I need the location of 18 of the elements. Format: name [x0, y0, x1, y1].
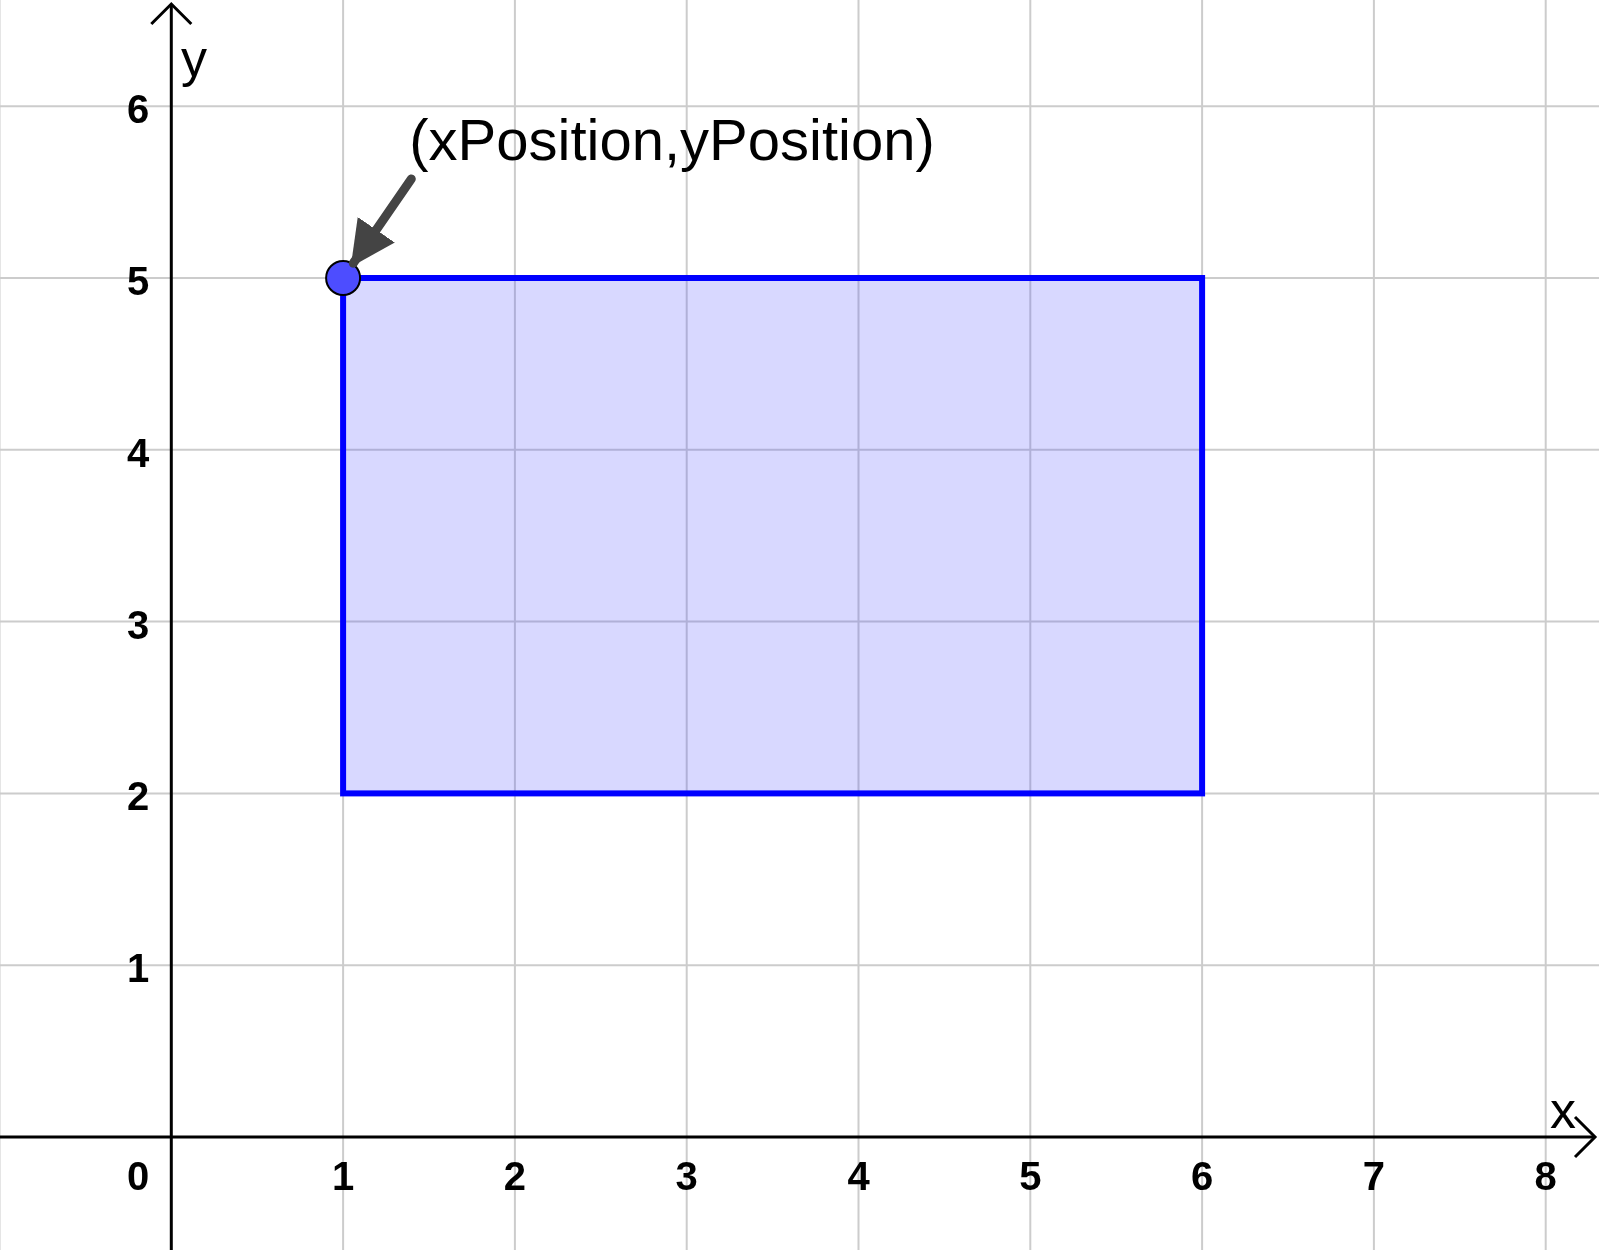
- tick-label: 2: [503, 1156, 526, 1196]
- tick-label: 6: [1190, 1156, 1214, 1196]
- tick-label: 3: [126, 604, 150, 645]
- axis-label: x: [1550, 1084, 1576, 1136]
- leader-arrow: [348, 174, 416, 268]
- point-marker: [325, 260, 362, 296]
- tick-label: 5: [126, 261, 150, 301]
- tick-label: 5: [1019, 1156, 1042, 1196]
- tick-label: 7: [1362, 1156, 1385, 1196]
- tick-label: 3: [675, 1156, 698, 1196]
- tick-label: 1: [126, 948, 150, 989]
- tick-label: 8: [1534, 1156, 1557, 1196]
- tick-label: 0: [126, 1156, 150, 1196]
- tick-label: 1: [331, 1156, 355, 1196]
- tick-label: 6: [126, 89, 150, 130]
- tick-label: 4: [126, 432, 150, 473]
- tick-label: 4: [847, 1156, 870, 1196]
- tick-label: 2: [126, 776, 150, 817]
